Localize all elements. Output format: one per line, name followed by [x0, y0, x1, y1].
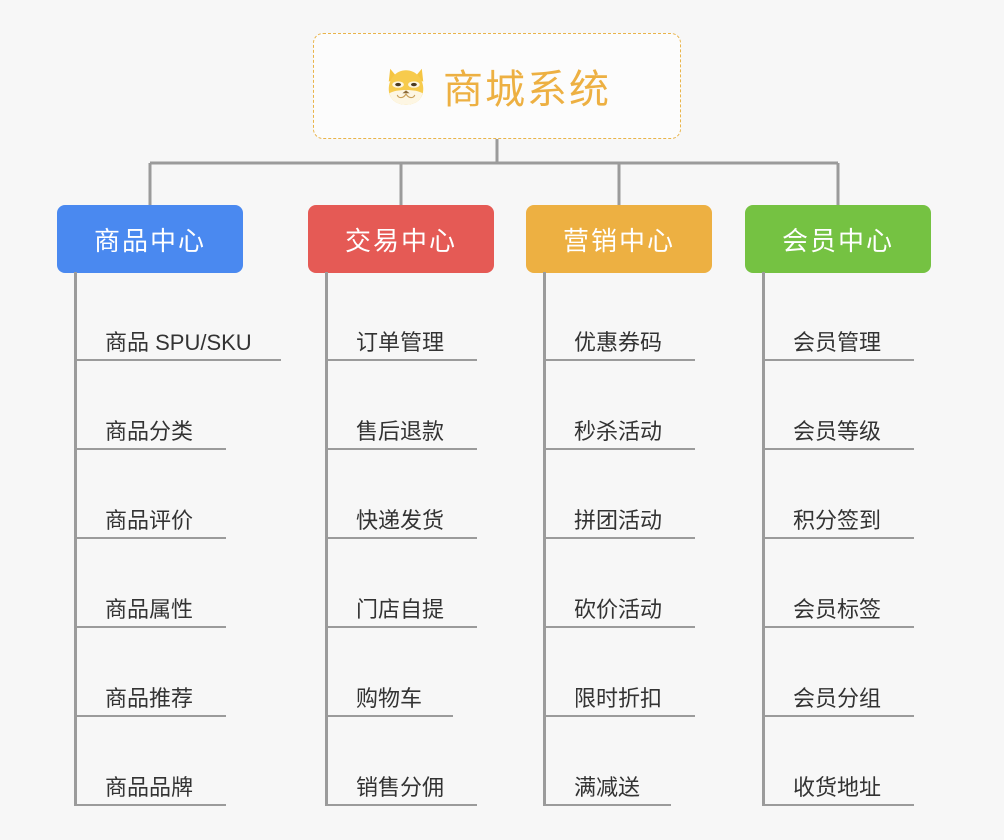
branch-item-label: 砍价活动	[574, 597, 663, 622]
branch-item[interactable]: 销售分佣	[325, 717, 477, 806]
branch-item-underline	[74, 715, 226, 717]
branch-item[interactable]: 秒杀活动	[543, 361, 695, 450]
branch-item[interactable]: 优惠券码	[543, 272, 695, 361]
branch-item-underline	[762, 626, 914, 628]
branch-item-underline	[74, 359, 281, 361]
branch-item-label: 收货地址	[793, 775, 882, 800]
branch-item-underline	[762, 537, 914, 539]
branch-item-label: 商品推荐	[105, 686, 194, 711]
category-label: 会员中心	[781, 225, 894, 256]
branch-item-underline	[762, 448, 914, 450]
branch-item[interactable]: 积分签到	[762, 450, 914, 539]
branch-item-label: 会员等级	[793, 419, 882, 444]
branch-item[interactable]: 会员等级	[762, 361, 914, 450]
branch-item[interactable]: 商品 SPU/SKU	[74, 272, 281, 361]
branch-item[interactable]: 砍价活动	[543, 539, 695, 628]
branch-item-underline	[325, 448, 477, 450]
dog-face-icon	[383, 63, 429, 109]
branch-item[interactable]: 商品属性	[74, 539, 226, 628]
category-box-0[interactable]: 商品中心	[57, 205, 243, 273]
root-title: 商城系统	[443, 68, 611, 112]
branch-item-label: 购物车	[356, 686, 423, 711]
branch-item[interactable]: 门店自提	[325, 539, 477, 628]
branch-item-label: 售后退款	[356, 419, 445, 444]
branch-item[interactable]: 会员分组	[762, 628, 914, 717]
branch-item[interactable]: 快递发货	[325, 450, 477, 539]
branch-item-underline	[762, 359, 914, 361]
branch-item-label: 会员分组	[793, 686, 882, 711]
branch-item-underline	[762, 715, 914, 717]
branch-item-label: 会员管理	[793, 330, 882, 355]
branch-item-underline	[325, 804, 477, 806]
branch-item[interactable]: 会员标签	[762, 539, 914, 628]
category-label: 营销中心	[562, 225, 675, 256]
branch-item-label: 订单管理	[356, 330, 445, 355]
branch-item[interactable]: 会员管理	[762, 272, 914, 361]
branch-item-underline	[325, 626, 477, 628]
branch-item[interactable]: 商品分类	[74, 361, 226, 450]
branch-item-label: 快递发货	[356, 508, 445, 533]
branch-item-label: 商品属性	[105, 597, 194, 622]
branch-item-underline	[325, 537, 477, 539]
branch-trunk	[762, 272, 765, 806]
branch-trunk	[74, 272, 77, 806]
branch-trunk	[543, 272, 546, 806]
branch-item[interactable]: 购物车	[325, 628, 453, 717]
branch-item[interactable]: 售后退款	[325, 361, 477, 450]
branch-item[interactable]: 收货地址	[762, 717, 914, 806]
category-label: 商品中心	[93, 225, 206, 256]
category-box-3[interactable]: 会员中心	[745, 205, 931, 273]
branch-item-label: 满减送	[574, 775, 641, 800]
category-box-2[interactable]: 营销中心	[526, 205, 712, 273]
branch-item-underline	[543, 804, 671, 806]
branch-item-underline	[543, 537, 695, 539]
branch-item-underline	[74, 537, 226, 539]
root-node[interactable]: 商城系统	[313, 33, 681, 139]
branch-trunk	[325, 272, 328, 806]
branch-item[interactable]: 限时折扣	[543, 628, 695, 717]
branch-item-label: 门店自提	[356, 597, 445, 622]
branch-item[interactable]: 商品推荐	[74, 628, 226, 717]
branch-item-underline	[325, 359, 477, 361]
branch-item-underline	[74, 626, 226, 628]
branch-item-label: 商品分类	[105, 419, 194, 444]
branch-item-label: 拼团活动	[574, 508, 663, 533]
branch-item[interactable]: 商品评价	[74, 450, 226, 539]
category-label: 交易中心	[344, 225, 457, 256]
branch-item-underline	[74, 448, 226, 450]
branch-item-label: 商品评价	[105, 508, 194, 533]
branch-item[interactable]: 拼团活动	[543, 450, 695, 539]
branch-item-underline	[543, 448, 695, 450]
branch-item-label: 商品 SPU/SKU	[105, 330, 252, 355]
branch-item-underline	[543, 626, 695, 628]
branch-item-underline	[74, 804, 226, 806]
category-box-1[interactable]: 交易中心	[308, 205, 494, 273]
branch-item-underline	[543, 715, 695, 717]
branch-item[interactable]: 商品品牌	[74, 717, 226, 806]
branch-item-underline	[543, 359, 695, 361]
branch-item-label: 秒杀活动	[574, 419, 663, 444]
branch-item-label: 销售分佣	[356, 775, 445, 800]
branch-item-label: 商品品牌	[105, 775, 194, 800]
branch-item[interactable]: 订单管理	[325, 272, 477, 361]
branch-item-label: 会员标签	[793, 597, 882, 622]
branch-item-label: 积分签到	[793, 508, 882, 533]
branch-item-label: 优惠券码	[574, 330, 663, 355]
branch-item-underline	[762, 804, 914, 806]
branch-item-underline	[325, 715, 453, 717]
branch-item-label: 限时折扣	[574, 686, 663, 711]
branch-item[interactable]: 满减送	[543, 717, 671, 806]
